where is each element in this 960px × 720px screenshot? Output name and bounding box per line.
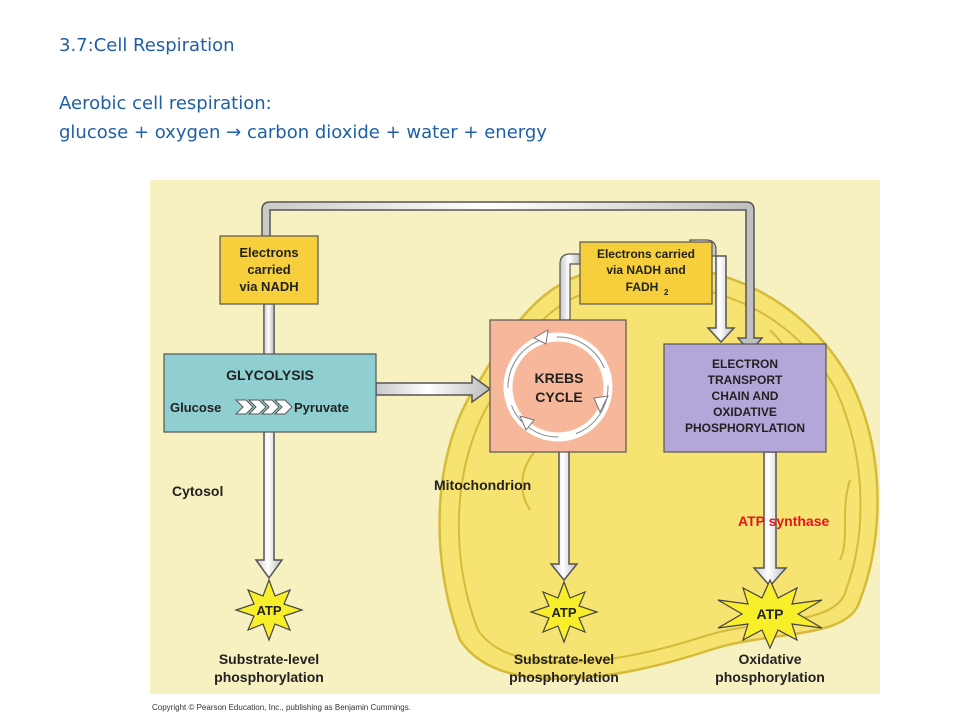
krebs-line1: KREBS — [534, 370, 583, 386]
substrate-caption-2b: phosphorylation — [509, 669, 619, 685]
cycle-arrow-icon — [593, 395, 609, 414]
substrate-caption-2a: Substrate-level — [514, 651, 614, 667]
glycolysis-chevrons — [234, 399, 293, 415]
electrons-fadh-line3: FADH — [626, 280, 659, 294]
etc-line4: OXIDATIVE — [713, 405, 777, 419]
fadh-subscript: 2 — [664, 288, 669, 297]
equation-left: glucose + oxygen — [59, 122, 227, 143]
electrons-nadh-line3: via NADH — [239, 279, 298, 294]
oxidative-caption-b: phosphorylation — [715, 669, 825, 685]
krebs-box: KREBS CYCLE — [489, 319, 627, 453]
krebs-line2: CYCLE — [535, 389, 582, 405]
equation-right: carbon dioxide + water + energy — [241, 122, 547, 143]
cycle-arrow-icon — [519, 415, 535, 431]
substrate-caption-1a: Substrate-level — [219, 651, 319, 667]
etc-line2: TRANSPORT — [708, 373, 783, 387]
electrons-nadh-fadh-box: Electrons carried via NADH and FADH 2 — [579, 241, 713, 305]
nadh-connector — [263, 303, 275, 357]
slide-title: 3.7:Cell Respiration — [59, 35, 235, 56]
etc-box: ELECTRON TRANSPORT CHAIN AND OXIDATIVE P… — [663, 343, 827, 453]
mitochondrion-label: Mitochondrion — [434, 477, 531, 493]
glycolysis-label: GLYCOLYSIS — [226, 367, 314, 383]
atp-synthase-label: ATP synthase — [738, 513, 830, 529]
atp-star-2: ATP — [529, 580, 599, 644]
electrons-nadh-line1: Electrons — [239, 245, 298, 260]
glucose-label: Glucose — [170, 400, 221, 415]
etc-down-arrow — [752, 451, 788, 588]
glycolysis-box: GLYCOLYSIS Glucose Pyruvate — [163, 353, 377, 433]
electrons-fadh-line2: via NADH and — [606, 263, 685, 277]
krebs-down-arrow — [549, 449, 579, 582]
equation-line: glucose + oxygen → carbon dioxide + wate… — [59, 122, 547, 143]
electrons-nadh-box: Electrons carried via NADH — [219, 235, 319, 305]
fadh-down-arrow — [706, 255, 736, 344]
oxidative-caption-a: Oxidative — [738, 651, 801, 667]
cycle-arrow-icon — [532, 329, 549, 345]
etc-line5: PHOSPHORYLATION — [685, 421, 805, 435]
loop-arrow — [261, 201, 764, 354]
atp-star-1: ATP — [234, 578, 304, 642]
etc-line3: CHAIN AND — [712, 389, 779, 403]
respiration-diagram: Electrons carried via NADH Electrons car… — [150, 180, 880, 712]
copyright-text: Copyright © Pearson Education, Inc., pub… — [152, 703, 411, 712]
arrow-icon: → — [226, 122, 242, 143]
cytosol-label: Cytosol — [172, 483, 223, 499]
atp-label-2: ATP — [551, 605, 576, 620]
atp-label-1: ATP — [256, 603, 281, 618]
atp-label-3: ATP — [757, 606, 784, 622]
electrons-fadh-line1: Electrons carried — [597, 247, 695, 261]
krebs-up-loop — [559, 253, 581, 321]
pyruvate-arrow — [375, 374, 492, 404]
pyruvate-label: Pyruvate — [294, 400, 349, 415]
substrate-caption-1b: phosphorylation — [214, 669, 324, 685]
etc-line1: ELECTRON — [712, 357, 778, 371]
subtitle-line: Aerobic cell respiration: — [59, 93, 272, 114]
atp-star-3: ATP — [717, 578, 823, 650]
electrons-nadh-line2: carried — [247, 262, 290, 277]
